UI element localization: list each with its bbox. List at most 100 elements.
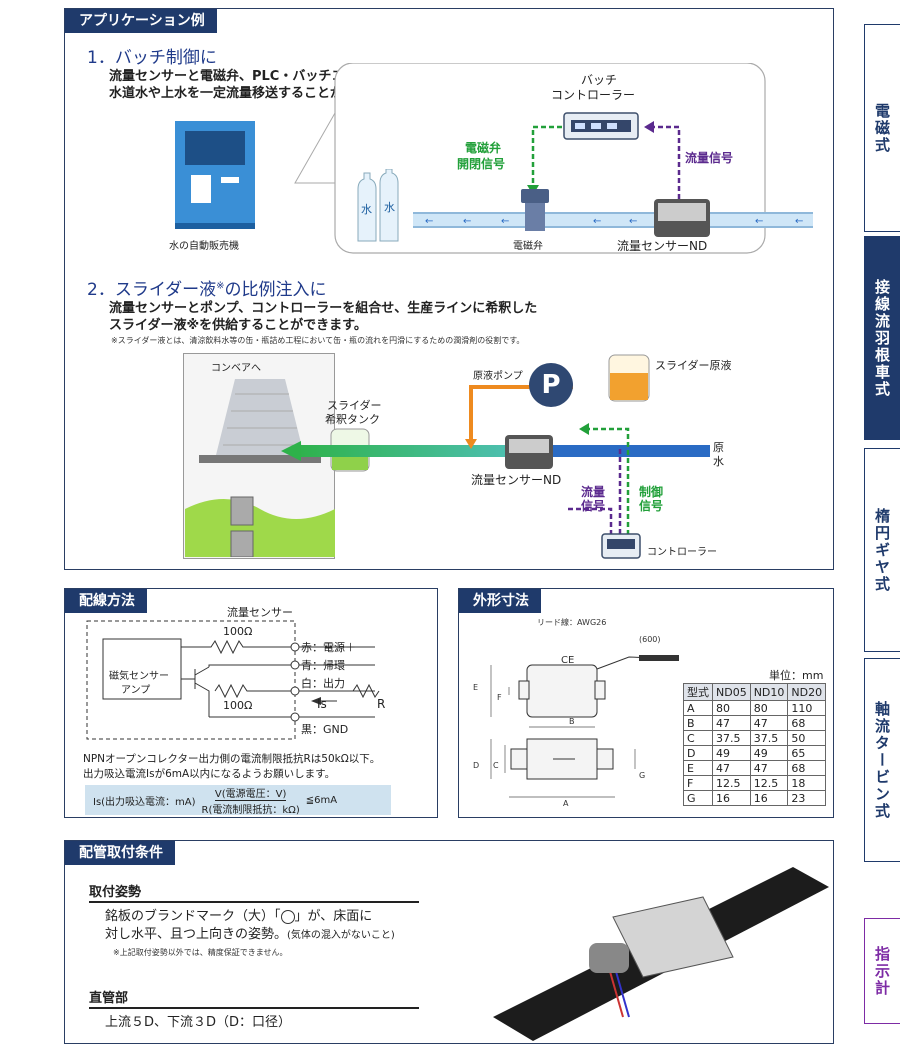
table-cell: 110 xyxy=(787,700,827,716)
batch-controller-label-2: コントローラー xyxy=(551,88,636,102)
tank-label-1: スライダー xyxy=(327,399,382,412)
stock-label: スライダー原液 xyxy=(655,359,732,372)
wire-black: 黒：GND xyxy=(301,723,349,736)
flow-sensor-icon-s1 xyxy=(654,199,710,237)
tab-indicator[interactable]: 指示計 xyxy=(864,918,900,1024)
section2-heading: 2．スライダー液※の比例注入に xyxy=(87,275,327,300)
tab-axial-turbine[interactable]: 軸流タービン式 xyxy=(864,658,900,862)
flow-signal-label: 流量信号 xyxy=(685,151,734,165)
flow-sensor-label-s1: 流量センサーND xyxy=(617,239,708,253)
svg-text:水: 水 xyxy=(361,203,372,216)
tab-label: 電磁式 xyxy=(873,102,891,154)
table-cell: D xyxy=(683,745,713,761)
section1-heading: 1．バッチ制御に xyxy=(87,48,217,68)
flow-arrows: ←←←←←←←← xyxy=(425,216,803,226)
solenoid-valve-icon xyxy=(521,189,549,231)
tab-label: 楕円ギヤ式 xyxy=(873,507,891,593)
green-arrow xyxy=(281,441,301,461)
mount-text-1a: 銘板のブランドマーク（大）「 xyxy=(105,909,281,924)
mount-heading-2: 直管部 xyxy=(89,991,129,1006)
vending-machine-illustration xyxy=(175,121,255,229)
wire-red: 赤：電源＋ xyxy=(301,641,356,654)
mount-title: 配管取付条件 xyxy=(65,841,175,865)
formula-fraction: V(電源電圧：V) R(電流制限抵抗：kΩ) xyxy=(202,785,300,816)
tab-label: 軸流タービン式 xyxy=(873,700,891,820)
cable-length-label: (600) xyxy=(639,635,661,644)
mount-text-2: 対し水平、且つ上向きの姿勢。(気体の混入がないこと) xyxy=(105,927,395,944)
table-cell: 23 xyxy=(787,790,827,806)
table-cell: 49 xyxy=(749,745,789,761)
table-cell: B xyxy=(683,715,713,731)
amp-label-2: アンプ xyxy=(121,685,151,696)
mount-text-4: 上流５D、下流３D（D：口径） xyxy=(105,1015,292,1030)
formula-left: Is(出力吸込電流：mA) xyxy=(93,796,196,808)
table-cell: 47 xyxy=(749,715,789,731)
resistor-1-label: 100Ω xyxy=(223,625,253,638)
valve-label: 電磁弁 xyxy=(513,241,543,252)
tank-label-2: 希釈タンク xyxy=(325,413,380,426)
dims-title: 外形寸法 xyxy=(459,589,541,613)
dim-letter-g: G xyxy=(639,771,646,780)
table-cell: 47 xyxy=(712,715,751,731)
flow-signal-label-s2-1: 流量 xyxy=(581,485,606,499)
table-cell: 80 xyxy=(749,700,789,716)
section2-desc-1: 流量センサーとポンプ、コントローラーを組合せ、生産ラインに希釈した xyxy=(109,301,538,316)
bottles-illustration: 水 水 xyxy=(357,169,399,242)
table-cell: 16 xyxy=(749,790,789,806)
wiring-note-1: NPNオープンコレクター出力側の電流制限抵抗Rは50kΩ以下。 xyxy=(83,753,381,765)
dim-letter-b: B xyxy=(569,717,575,726)
wiring-diagram xyxy=(86,620,380,740)
tab-electromagnetic[interactable]: 電磁式 xyxy=(864,24,900,232)
svg-text:←: ← xyxy=(795,216,803,226)
stock-tank-icon xyxy=(608,354,650,402)
tab-tangential-impeller[interactable]: 接線流羽根車式 xyxy=(864,236,900,440)
svg-text:←: ← xyxy=(755,216,763,226)
table-cell: 37.5 xyxy=(712,730,751,746)
tab-oval-gear[interactable]: 楕円ギヤ式 xyxy=(864,448,900,652)
section2-heading-text: 2．スライダー液 xyxy=(87,280,217,300)
blue-pipe xyxy=(520,445,710,457)
table-cell: 18 xyxy=(787,775,827,791)
pump-icon: P xyxy=(529,363,573,407)
mount-heading-1: 取付姿勢 xyxy=(89,885,142,900)
dim-letter-a: A xyxy=(563,799,569,808)
amp-label-1: 磁気センサー xyxy=(109,671,169,682)
dimensions-panel: 外形寸法 リード線：AWG26 (600) CE E F B D C G A 単… xyxy=(458,588,834,818)
mount-note: ※上記取付姿勢以外では、精度保証できません。 xyxy=(113,948,288,957)
formula-right: ≦6mA xyxy=(305,794,338,806)
lead-wire-label: リード線：AWG26 xyxy=(537,618,607,627)
wiring-sensor-label: 流量センサー xyxy=(227,606,293,619)
dimension-table-header: 型式 ND05 ND10 ND20 xyxy=(683,683,827,701)
section1-desc-2: 水道水や上水を一定流量移送することができます。 xyxy=(109,86,407,101)
batch-controller-icon xyxy=(563,112,639,140)
table-cell: G xyxy=(683,790,713,806)
dim-letter-f: F xyxy=(497,693,502,702)
mounting-panel: 配管取付条件 取付姿勢 銘板のブランドマーク（大）「」が、床面に 対し水平、且つ… xyxy=(64,840,834,1044)
dim-letter-e: E xyxy=(473,683,479,692)
conveyor-label: コンベアへ xyxy=(211,363,261,374)
resistor-2-label: 100Ω xyxy=(223,699,253,712)
section2-heading-tail: の比例注入に xyxy=(224,280,327,300)
svg-text:←: ← xyxy=(629,216,637,226)
controller-label: コントローラー xyxy=(647,547,717,558)
section2-note: ※スライダー液とは、清涼飲料水等の缶・瓶詰め工程において缶・瓶の流れを円滑にする… xyxy=(111,336,525,345)
mount-text-1: 銘板のブランドマーク（大）「」が、床面に xyxy=(105,909,372,925)
header-cell: ND10 xyxy=(749,683,789,701)
table-cell: 65 xyxy=(787,745,827,761)
svg-text:←: ← xyxy=(425,216,433,226)
ce-mark: CE xyxy=(561,655,575,666)
wiring-title: 配線方法 xyxy=(65,589,147,613)
table-cell: A xyxy=(683,700,713,716)
flow-sensor-icon-s2 xyxy=(505,435,553,469)
wire-white: 白：出力 xyxy=(301,677,345,690)
table-cell: F xyxy=(683,775,713,791)
table-cell: 12.5 xyxy=(749,775,789,791)
control-signal-label-2: 信号 xyxy=(639,499,664,513)
is-label: Is xyxy=(317,697,327,711)
mount-text-1b: 」が、床面に xyxy=(294,909,373,924)
signal-lines-s2 xyxy=(565,423,630,535)
table-cell: 47 xyxy=(749,760,789,776)
